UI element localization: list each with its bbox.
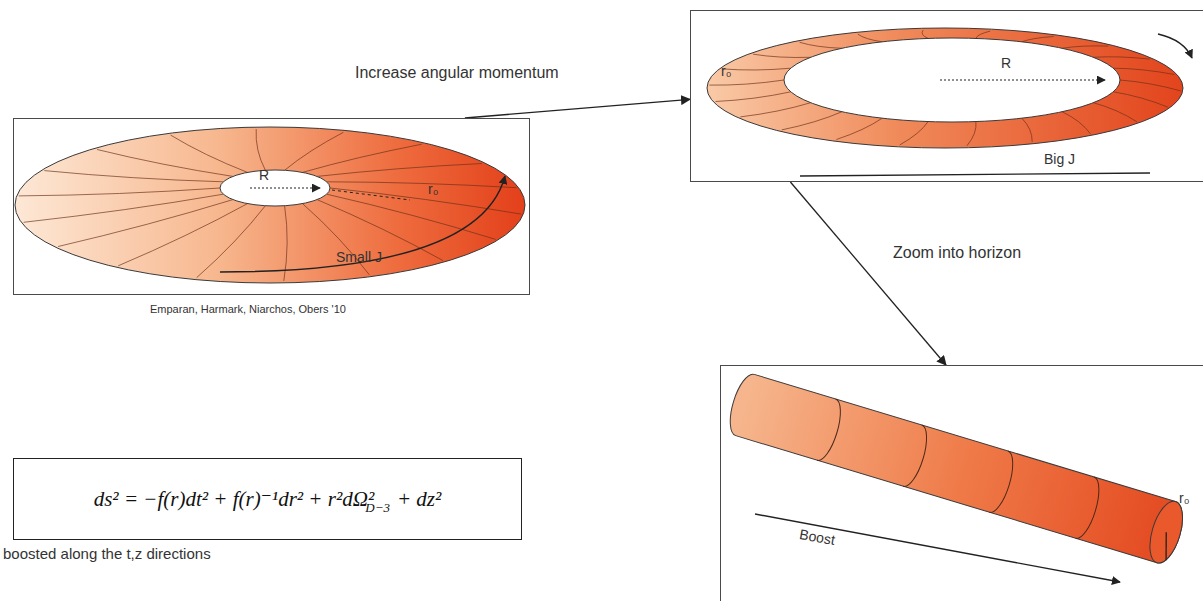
radius-label: r₀ — [1179, 490, 1189, 506]
formula-part: + dz² — [397, 487, 441, 511]
ring-hole — [784, 38, 1120, 122]
citation: Emparan, Harmark, Niarchos, Obers '10 — [150, 303, 346, 315]
ring-stroke — [1022, 37, 1054, 42]
angular-momentum-label: Small J — [336, 249, 382, 265]
ring-stroke — [709, 80, 784, 85]
ring-stroke — [782, 112, 842, 130]
ring-stroke — [1113, 92, 1168, 107]
ring-stroke — [753, 54, 811, 57]
ring-stroke — [19, 188, 220, 196]
ring-stroke — [97, 150, 233, 177]
ring-lines — [19, 129, 521, 281]
formula: ds² = −f(r)dt² + f(r)⁻¹dr² + r²dΩ²D−3 + d… — [94, 487, 442, 512]
radius-arrow — [940, 79, 1105, 80]
ring-stroke — [327, 182, 517, 188]
ring-stroke — [722, 68, 791, 70]
ring-stroke — [24, 194, 224, 222]
angular-momentum-label: Big J — [1044, 151, 1075, 167]
ring-outer — [15, 127, 525, 283]
ring-stroke — [317, 164, 482, 177]
note: boosted along the t,z directions — [3, 545, 211, 562]
formula-box: ds² = −f(r)dt² + f(r)⁻¹dr² + r²dΩ²D−3 + d… — [13, 458, 522, 540]
ring-stroke — [197, 206, 266, 278]
ring-stroke — [1113, 68, 1174, 74]
ring-stroke — [740, 103, 810, 117]
radius-arrow — [250, 187, 320, 188]
illustration-panel: Boost r₀ — [720, 365, 1203, 601]
ring-stroke — [836, 118, 882, 139]
formula-part: ds² = −f(r)dt² + f(r)⁻¹dr² + r²dΩ² — [94, 487, 375, 511]
ring-stroke — [1022, 118, 1032, 142]
ring-stroke — [976, 31, 990, 38]
illustration-panel: r₀ R Big J — [690, 10, 1203, 182]
ring-stroke — [858, 34, 882, 42]
ring-stroke — [922, 30, 928, 38]
radius-label: R — [1001, 55, 1011, 71]
black-string-cylinder — [724, 371, 1189, 567]
ring-stroke — [900, 122, 928, 145]
rotation-arrow — [800, 173, 1150, 176]
illustration-panel: Rr₀ Small J — [13, 118, 530, 295]
ring-stroke — [44, 171, 223, 182]
ring-stroke — [716, 92, 791, 102]
radius-label: R — [259, 167, 269, 183]
radius-label: r₀ — [428, 181, 438, 197]
connector-arrow — [465, 99, 690, 118]
ring-outer — [707, 28, 1183, 148]
rotation-arrow — [1158, 34, 1192, 58]
ring-stroke — [327, 194, 496, 239]
ring-stroke — [1093, 57, 1149, 59]
ring-stroke — [1093, 103, 1137, 122]
edge-label: Increase angular momentum — [355, 64, 559, 82]
ring-stroke — [1062, 46, 1108, 48]
thickness-line — [332, 190, 410, 200]
ring-stroke — [256, 129, 265, 170]
radius-label: r₀ — [721, 63, 731, 79]
ring-stroke — [800, 42, 842, 48]
ring-stroke — [967, 122, 976, 146]
ring-stroke — [1120, 80, 1181, 91]
ring-stroke — [285, 132, 344, 170]
ring-stroke — [118, 204, 247, 266]
boost-arrow — [755, 514, 1120, 582]
formula-part: D−3 — [365, 500, 390, 515]
edge-label: Zoom into horizon — [893, 244, 1021, 262]
ring-lines — [709, 30, 1180, 146]
rotation-arrow — [220, 176, 505, 272]
ring-stroke — [171, 135, 248, 172]
ring-hole — [220, 170, 330, 206]
boost-label: Boost — [798, 526, 836, 548]
ring-stroke — [1062, 112, 1090, 134]
connector-arrow — [790, 182, 946, 365]
